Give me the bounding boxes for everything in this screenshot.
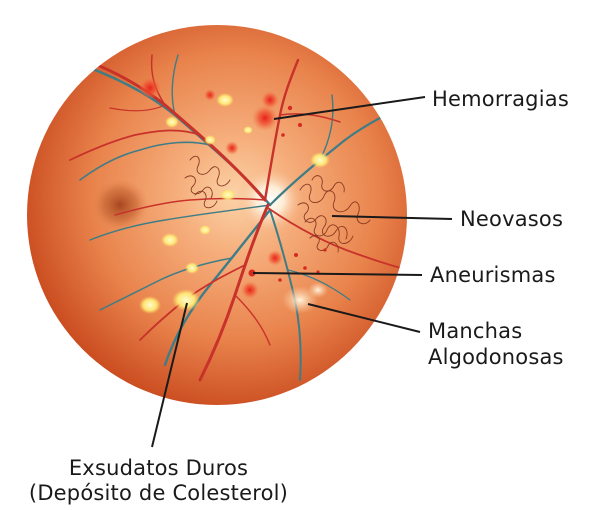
retina-fundus [27,25,407,405]
label-manchas-line1: Manchas [428,319,522,343]
macula [92,179,148,231]
label-aneurismas: Aneurismas [430,263,556,287]
label-manchas-line2: Algodonosas [428,345,564,369]
label-neovasos: Neovasos [460,207,563,231]
label-hemorragias: Hemorragias [432,87,569,111]
label-exsudatos-line2: (Depósito de Colesterol) [0,481,317,505]
label-exsudatos-line1: Exsudatos Duros [0,456,317,480]
